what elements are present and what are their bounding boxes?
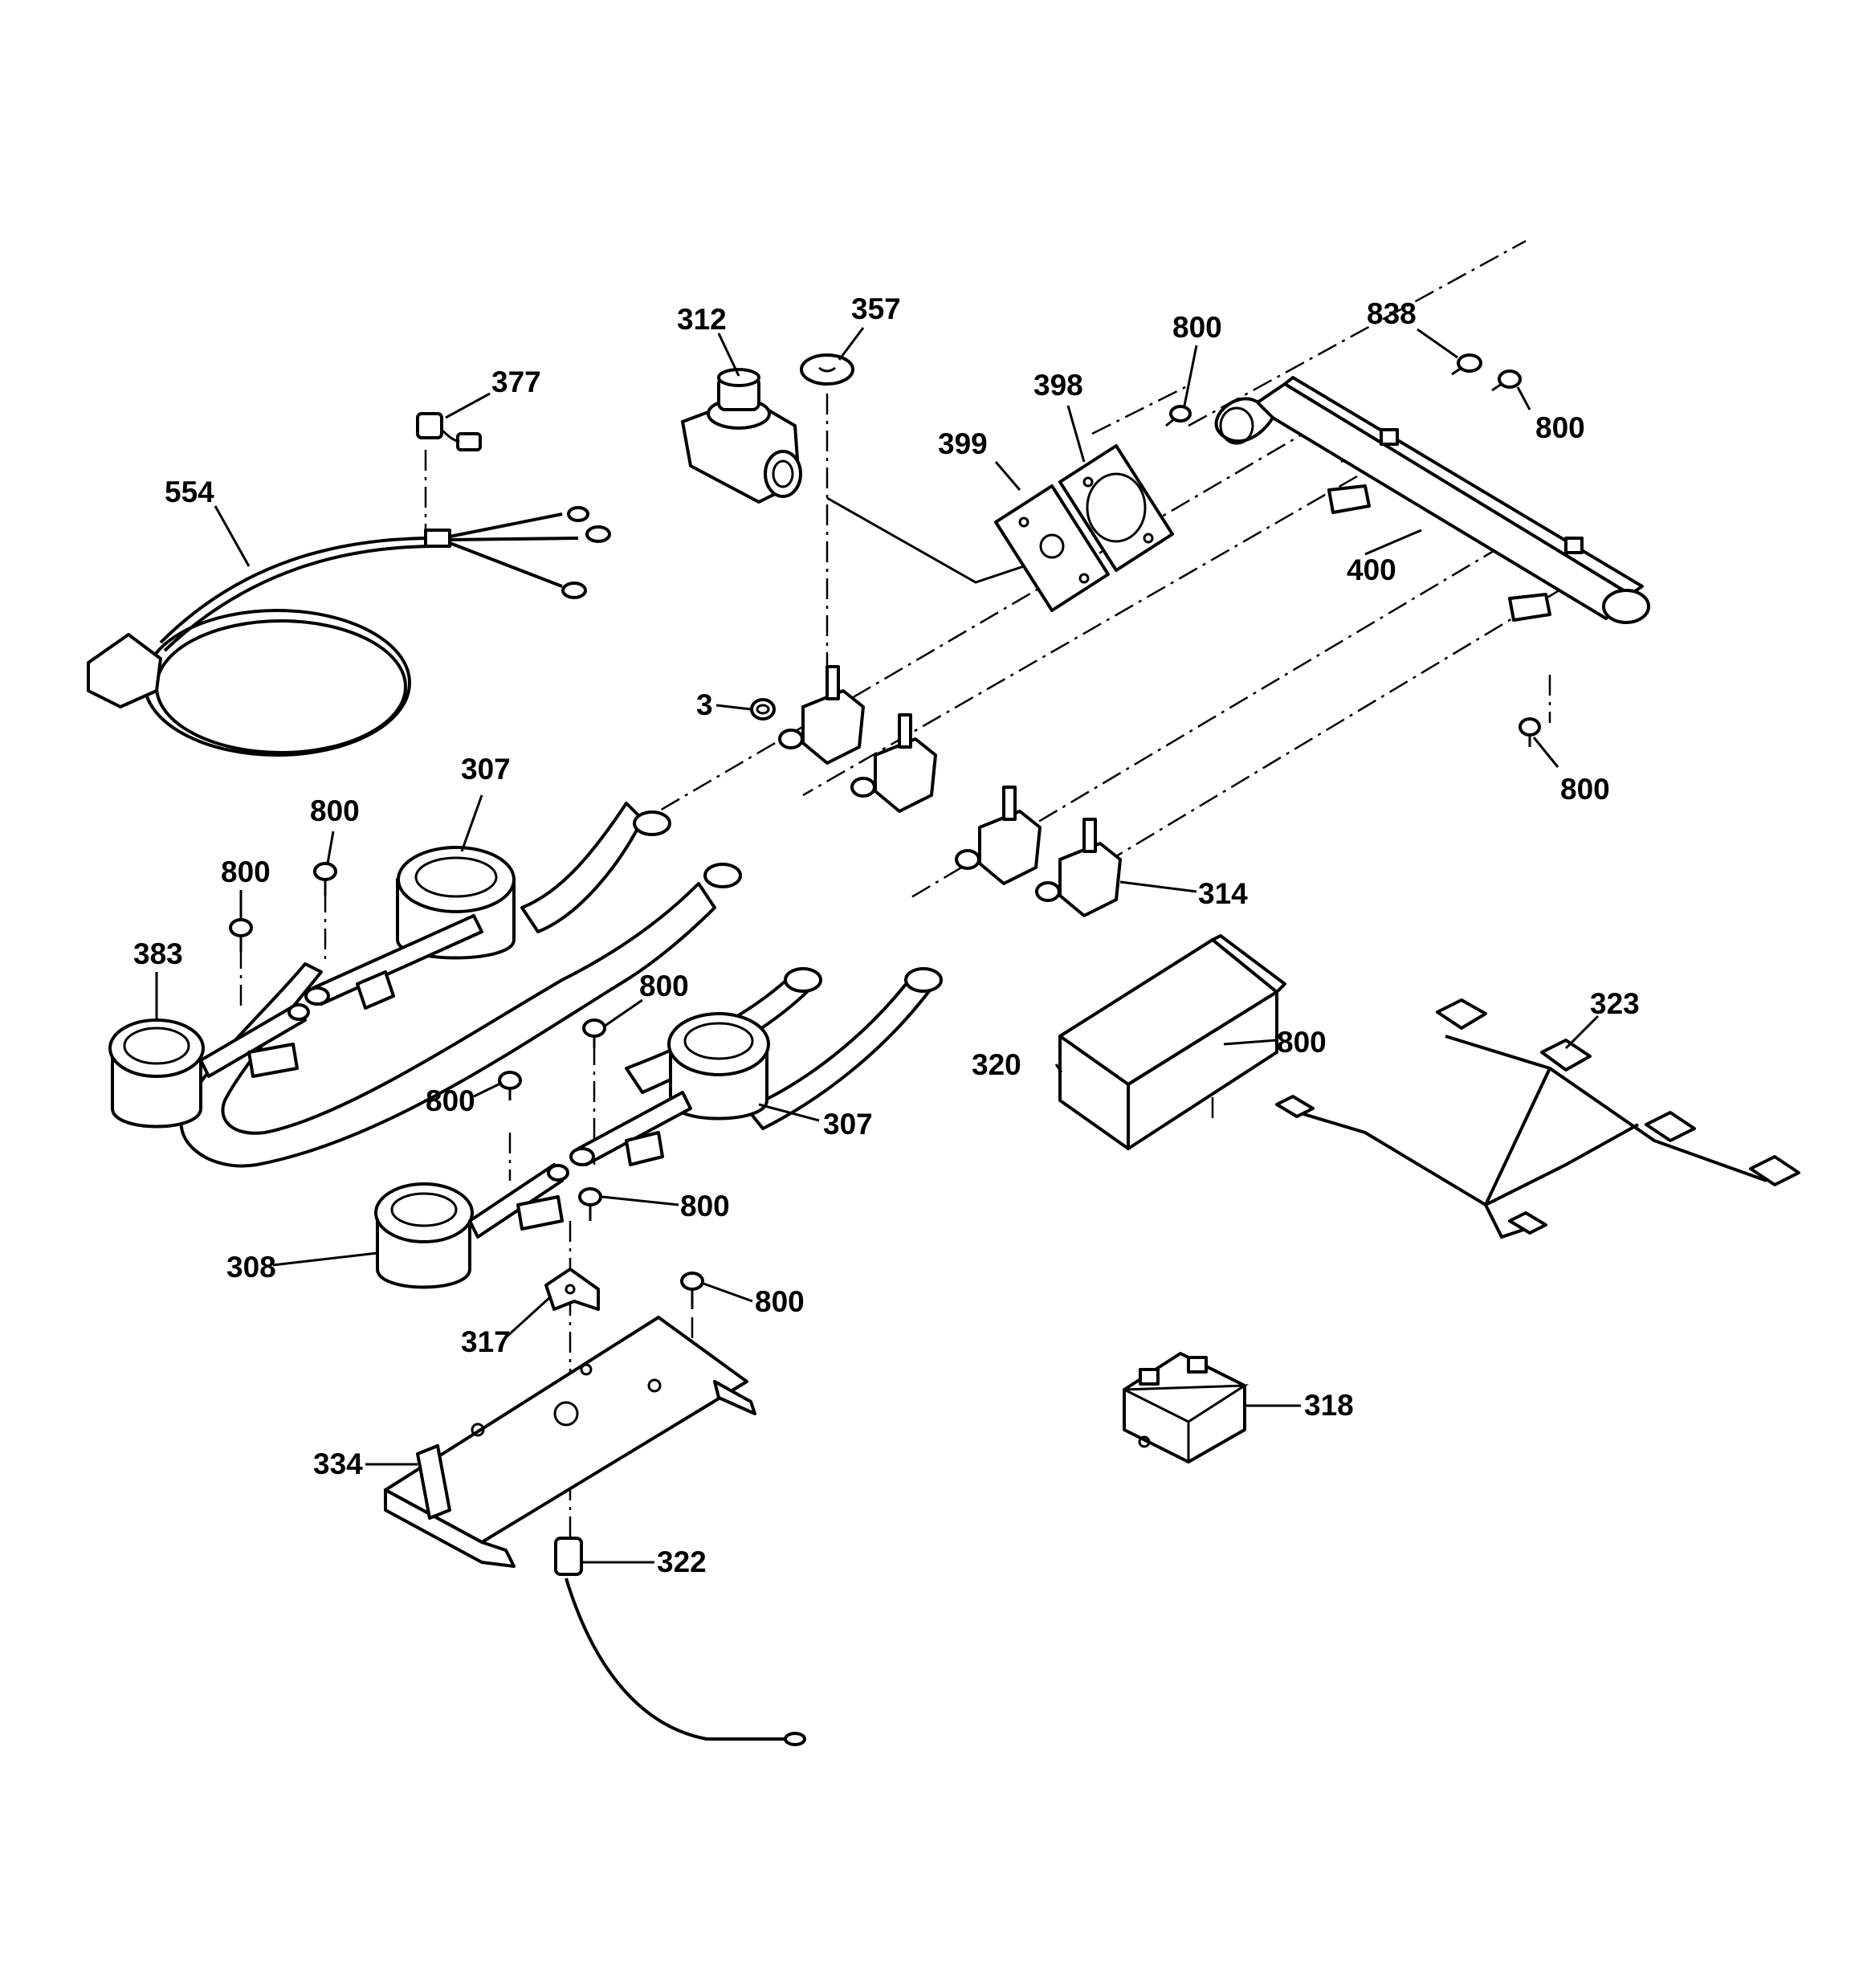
callout-400: 400 [1347,553,1396,586]
callout-800-box: 800 [1277,1026,1327,1059]
callout-800-a: 800 [310,794,360,827]
leader-lines [155,327,1600,1564]
spark-module-318 [1123,1352,1249,1463]
cap-357 [800,353,854,386]
gas-valves-314 [778,665,1122,917]
callout-383: 383 [133,937,183,970]
valve-2 [850,713,937,813]
gasket-398 [1058,444,1174,572]
callout-307-mid: 307 [823,1108,873,1141]
cover-320 [1058,934,1286,1150]
callout-800-e: 800 [680,1190,730,1223]
callout-3: 3 [696,688,713,721]
screw-838 [1451,353,1482,376]
callout-399: 399 [938,427,988,460]
callout-800-b: 800 [221,855,271,888]
callout-398: 398 [1033,369,1083,402]
screw-800-a [313,862,337,896]
screw-800-f [680,1272,704,1309]
burner-307-mid [569,1012,770,1166]
callout-314: 314 [1198,877,1248,910]
callout-323: 323 [1590,987,1640,1020]
screw-800-c [582,1018,606,1048]
burner-base-334 [384,1316,756,1568]
callout-308: 308 [226,1251,276,1284]
manifold-pipe-400 [1214,376,1650,624]
callout-334: 334 [313,1447,363,1480]
valve-3 [955,786,1042,885]
bracket-317 [544,1268,600,1311]
callout-800-tr: 800 [1535,411,1585,444]
screw-800-tr [1491,369,1522,392]
gasket-399 [994,484,1110,612]
callout-800-c: 800 [639,970,689,1002]
screw-800-d [498,1071,522,1100]
screw-800-b [229,918,253,952]
burner-307-top [304,846,516,1010]
callout-317: 317 [461,1325,511,1358]
burner-308 [374,1163,569,1289]
callout-312: 312 [677,303,727,336]
callout-labels: 312 357 377 554 399 398 800 838 800 400 … [133,292,1640,1578]
valve-4 [1035,818,1122,917]
wire-harness-323 [1275,998,1800,1239]
callout-554: 554 [165,476,214,508]
igniter-322 [554,1537,806,1746]
callout-318: 318 [1304,1389,1354,1422]
screw-800-top [1165,405,1192,427]
o-ring-3 [750,698,776,720]
callout-322: 322 [657,1545,707,1578]
callout-800-f: 800 [755,1285,805,1318]
callout-800-d: 800 [426,1084,475,1117]
connector-377 [416,412,482,451]
callout-307-top: 307 [461,753,511,786]
callout-357: 357 [851,292,901,325]
callout-838: 838 [1367,297,1417,330]
callout-377: 377 [491,365,541,398]
power-cord-554 [87,506,611,757]
callout-800-right: 800 [1560,773,1610,806]
screw-800-right [1519,717,1541,747]
callout-800-top: 800 [1172,311,1222,344]
valve-1 [778,665,865,765]
callout-320: 320 [972,1048,1021,1081]
screw-800-e [578,1187,602,1221]
pressure-regulator-312 [681,368,802,504]
